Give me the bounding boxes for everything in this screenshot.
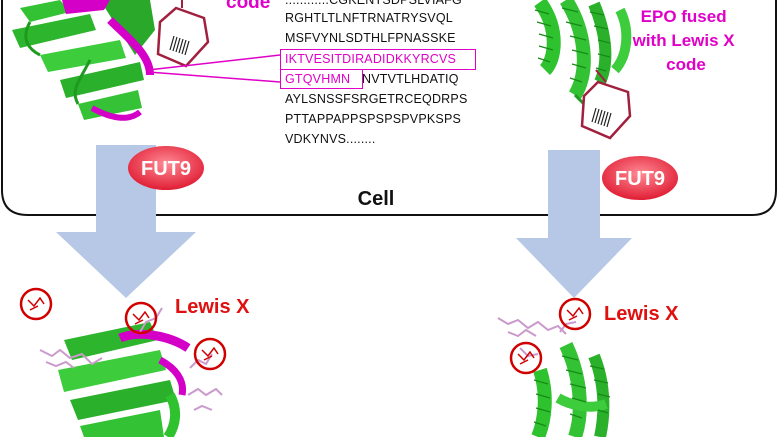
sequence-line-2: RGHTLTLNFTRNATRYSVQL <box>285 11 453 25</box>
sequence-line-5-rest: NVTVTLHDATIQ <box>362 72 459 86</box>
lewis-x-label-left: Lewis X <box>175 296 250 318</box>
lewis-x-marker-4 <box>558 297 592 331</box>
sequence-line-7: PTTAPPAPPSPSPSPVPKSPS <box>285 112 462 126</box>
fut9-enzyme-right <box>602 156 678 200</box>
arrow-left <box>56 145 196 298</box>
lewis-x-marker-3 <box>193 337 227 371</box>
tag-icon-left <box>156 0 210 68</box>
sequence-line-6: AYLSNSSFSRGETRCEQDRPS <box>285 92 468 106</box>
lewis-x-marker-1 <box>19 287 53 321</box>
fut9-label-right: FUT9 <box>615 168 665 190</box>
lewis-x-marker-5 <box>509 341 543 375</box>
sequence-line-5-highlight: GTQVHMN <box>285 72 351 86</box>
tag-icon-right <box>580 69 632 140</box>
lewis-x-marker-2 <box>124 301 158 335</box>
sequence-line-3: MSFVYNLSDTHLFPNASSKE <box>285 31 456 45</box>
glycan-chains-right <box>497 317 577 358</box>
tag-code-label: code <box>226 0 270 13</box>
epo-protein-top <box>534 0 632 131</box>
sequence-line-8: VDKYNVS........ <box>285 132 376 146</box>
epo-protein-bottom <box>531 342 611 437</box>
sequence-line-4: IKTVESITDIRADIDKKYRCVS <box>285 52 457 66</box>
lewis-x-label-right: Lewis X <box>604 303 679 325</box>
cell-label: Cell <box>358 188 395 210</box>
glycan-chains-left <box>39 307 223 411</box>
epo-label: EPO fused with Lewis X code <box>632 7 740 74</box>
arrow-right <box>516 150 632 298</box>
protein-bottom-left <box>58 322 191 437</box>
fut9-enzyme-left <box>128 146 204 190</box>
sequence-line-1: ............CGKENTSDPSLVIAFG <box>285 0 462 7</box>
fut9-label-left: FUT9 <box>141 158 191 180</box>
sequence-highlight-box-2 <box>280 69 363 89</box>
sequence-highlight-box-1 <box>280 49 476 70</box>
cell-membrane <box>0 0 777 216</box>
protein-top-left <box>12 0 155 121</box>
